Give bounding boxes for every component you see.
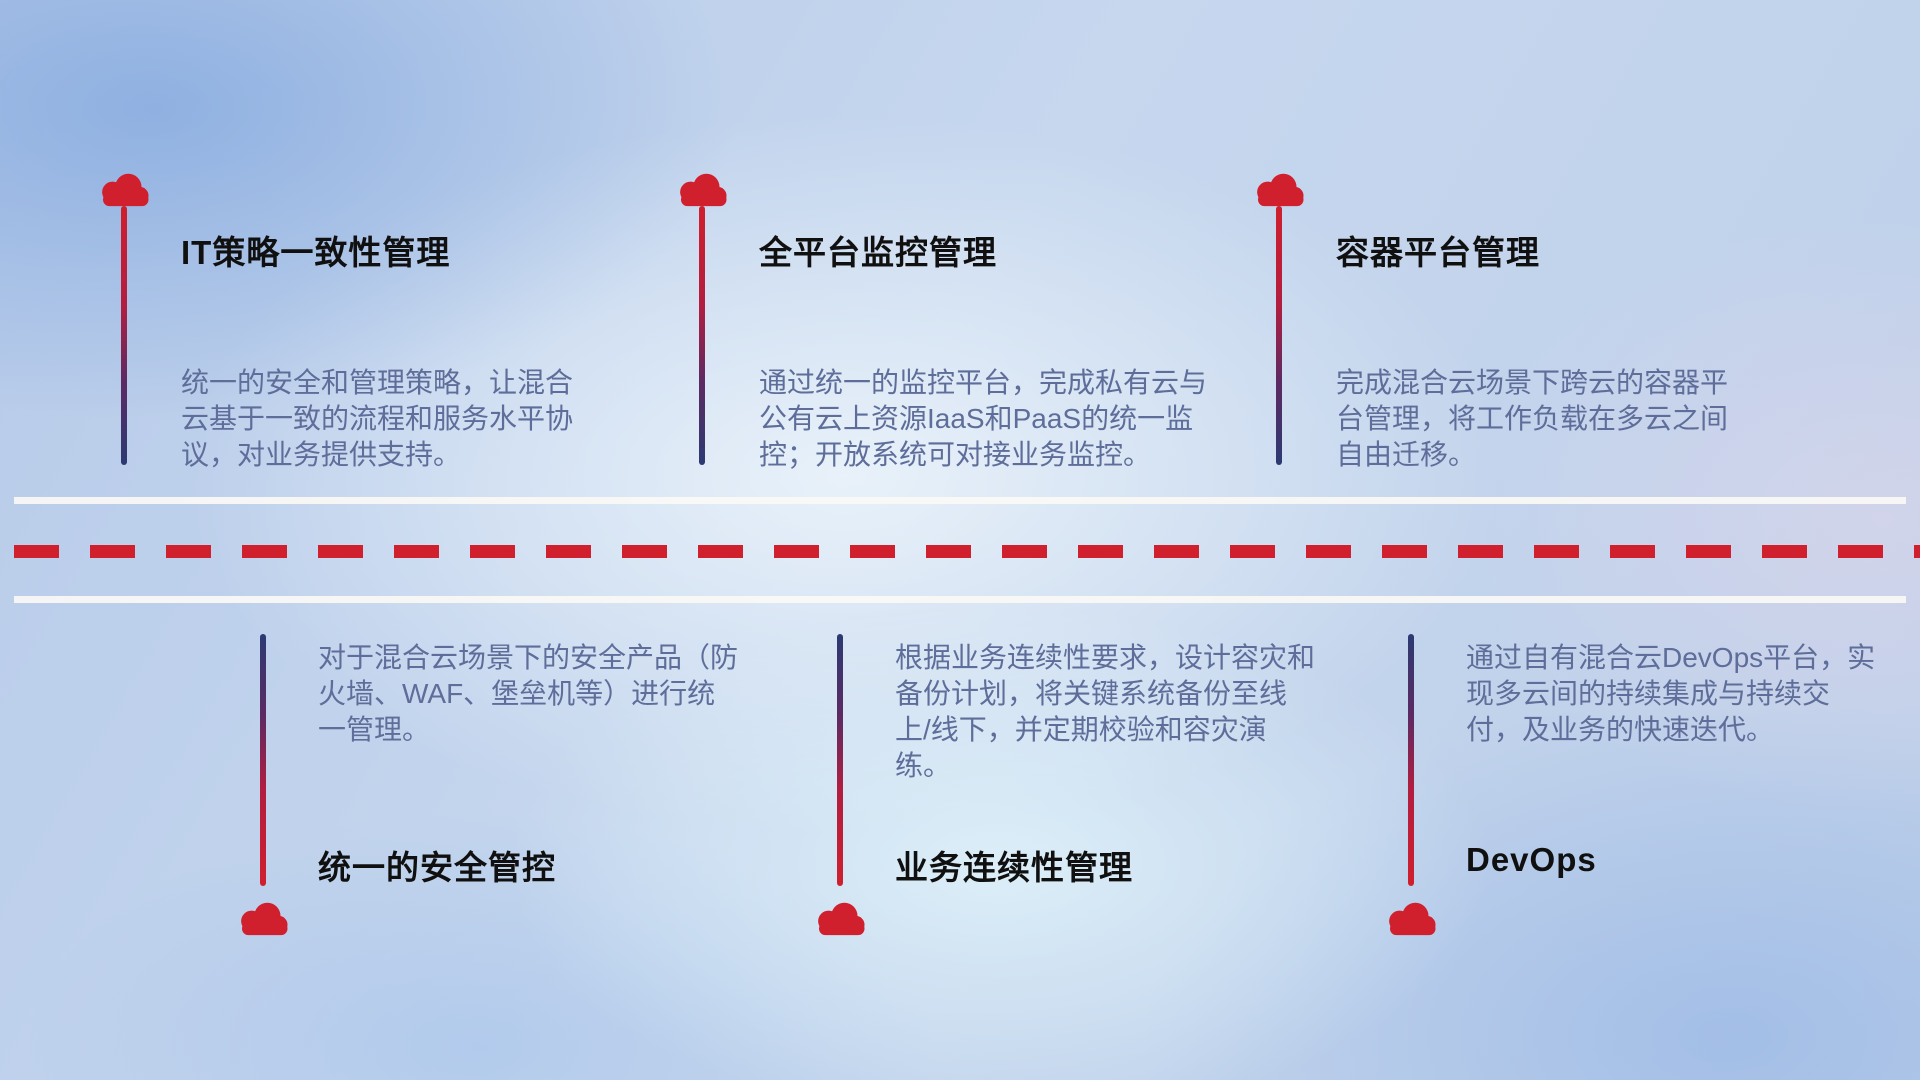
- item-description: 完成混合云场景下跨云的容器平台管理，将工作负载在多云之间自由迁移。: [1336, 367, 1729, 470]
- dashed-timeline: [14, 545, 1920, 558]
- timeline-connector: [699, 206, 705, 465]
- cloud-icon: [1389, 902, 1436, 936]
- item-title: DevOps: [1466, 841, 1597, 878]
- cloud-icon: [680, 173, 727, 207]
- divider-line-bottom: [14, 596, 1906, 603]
- cloud-icon: [102, 173, 149, 207]
- timeline-connector: [1408, 634, 1414, 886]
- cloud-icon: [241, 902, 288, 936]
- item-description: 通过统一的监控平台，完成私有云与公有云上资源IaaS和PaaS的统一监控；开放系…: [759, 367, 1208, 470]
- item-description: 统一的安全和管理策略，让混合云基于一致的流程和服务水平协议，对业务提供支持。: [181, 367, 574, 470]
- timeline-connector: [837, 634, 843, 886]
- item-description: 对于混合云场景下的安全产品（防火墙、WAF、堡垒机等）进行统一管理。: [318, 642, 739, 745]
- item-title: 全平台监控管理: [759, 234, 997, 271]
- item-description: 根据业务连续性要求，设计容灾和备份计划，将关键系统备份至线上/线下，并定期校验和…: [895, 642, 1316, 781]
- item-title: 统一的安全管控: [318, 849, 556, 886]
- item-title: 容器平台管理: [1336, 234, 1540, 271]
- item-title: IT策略一致性管理: [181, 234, 451, 271]
- timeline-connector: [1276, 206, 1282, 465]
- timeline-connector: [260, 634, 266, 886]
- item-description: 通过自有混合云DevOps平台，实现多云间的持续集成与持续交付，及业务的快速迭代…: [1466, 642, 1876, 745]
- item-title: 业务连续性管理: [895, 849, 1133, 886]
- timeline-connector: [121, 206, 127, 465]
- cloud-icon: [1257, 173, 1304, 207]
- divider-line-top: [14, 497, 1906, 504]
- cloud-icon: [818, 902, 865, 936]
